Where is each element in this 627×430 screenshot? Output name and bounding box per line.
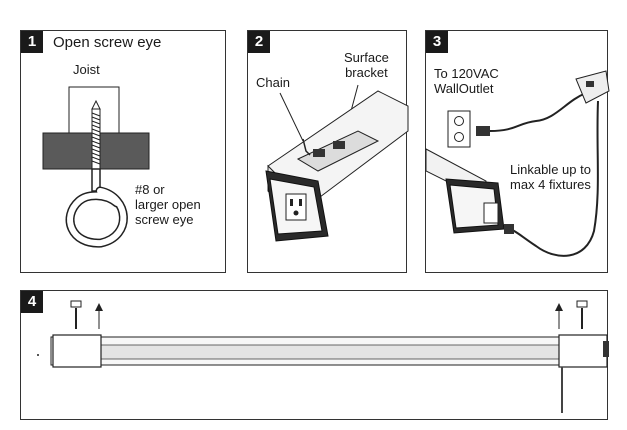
panel-1: 1 Open screw eye Joist #8 or larger open…	[20, 30, 226, 273]
panel-1-number: 1	[21, 31, 43, 53]
linkable-label: Linkable up to max 4 fixtures	[510, 162, 591, 192]
right-screw-head	[576, 300, 588, 308]
joist-label: Joist	[73, 62, 100, 77]
chain-label: Chain	[256, 75, 290, 90]
panel-3: 3 To 120VAC WallOutlet Linkable up to ma…	[425, 30, 610, 273]
surface-bracket-label: Surface bracket	[344, 50, 389, 80]
panel-3-number: 3	[426, 31, 448, 53]
panel-2: 2 Chain Surface bracket	[247, 30, 409, 273]
outlet-label: To 120VAC WallOutlet	[434, 66, 499, 96]
panel-4-number: 4	[21, 291, 43, 313]
panel-4: 4	[20, 290, 609, 420]
panel-1-title: Open screw eye	[53, 34, 162, 51]
power-cord-illustration	[425, 70, 610, 257]
panel-2-number: 2	[248, 31, 270, 53]
wall-outlet	[447, 110, 471, 148]
fixture-mounting-illustration	[37, 300, 609, 413]
screw-eye-label: #8 or larger open screw eye	[135, 182, 201, 227]
left-screw-head	[70, 300, 82, 308]
screw-eye-illustration	[42, 86, 150, 248]
fixture-bracket-illustration	[265, 84, 409, 242]
